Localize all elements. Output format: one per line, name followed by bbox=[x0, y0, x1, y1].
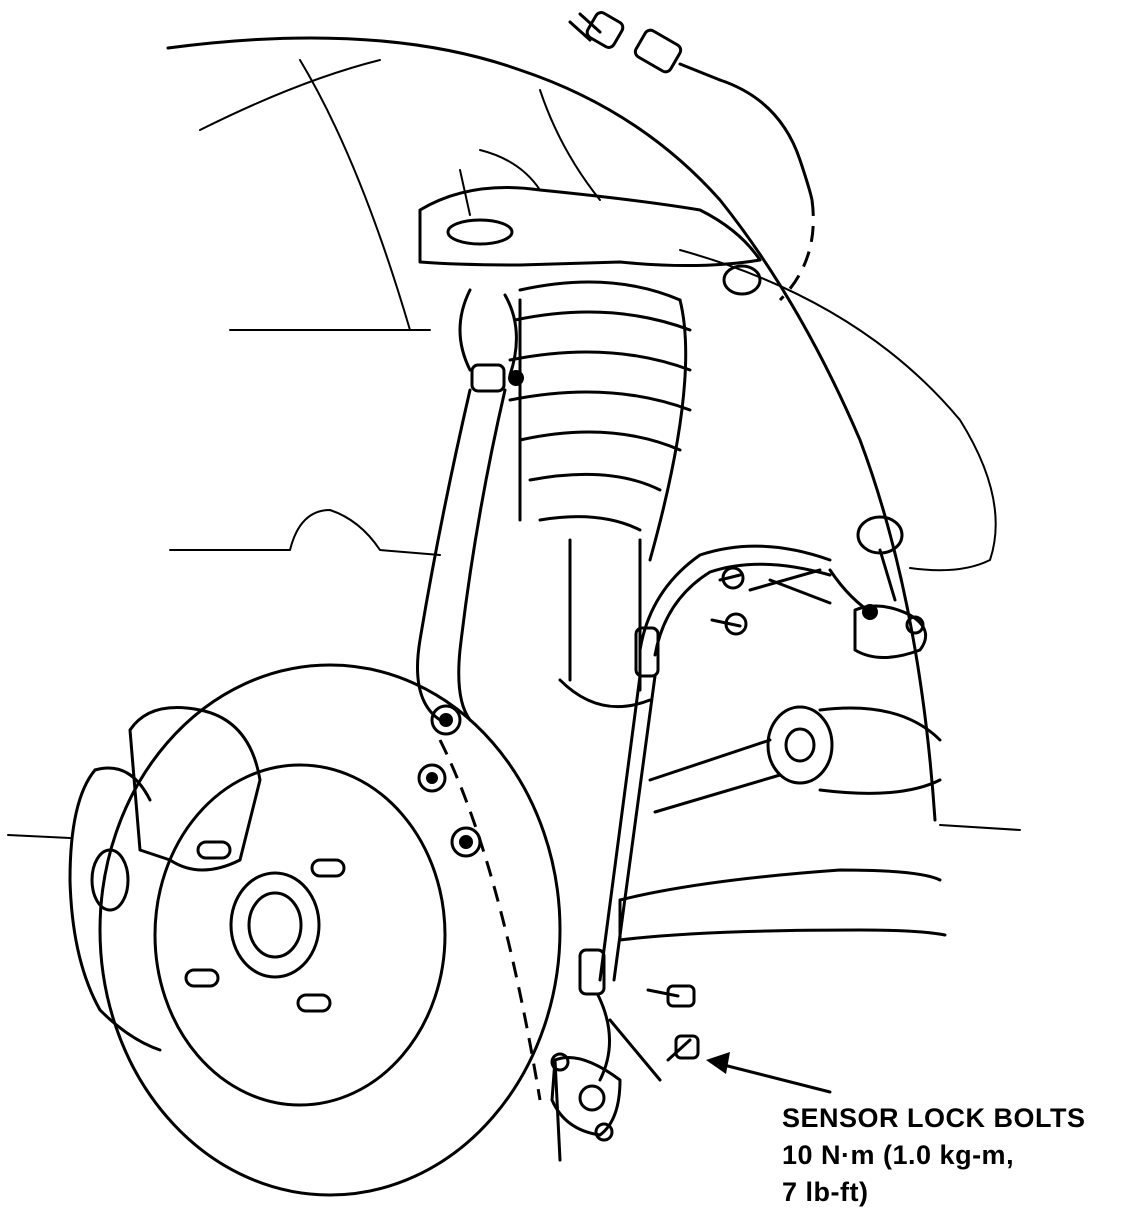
torque-spec-line-1: 10 N·m (1.0 kg-m, bbox=[782, 1140, 1015, 1170]
callout-title: SENSOR LOCK BOLTS bbox=[782, 1103, 1086, 1133]
fender-arch bbox=[7, 36, 1021, 839]
coil-spring bbox=[508, 280, 692, 562]
sensor-lock-bolt bbox=[646, 984, 700, 1062]
lower-arm bbox=[618, 868, 947, 942]
sensor-connector bbox=[568, 11, 815, 302]
strut-body bbox=[558, 538, 652, 709]
callout-arrow bbox=[706, 1052, 832, 1094]
brake-caliper bbox=[68, 706, 262, 1052]
strut-mount bbox=[418, 89, 762, 296]
brake-disc bbox=[98, 663, 562, 1197]
brake-hose bbox=[416, 288, 524, 722]
sensor-lock-bolts-label: SENSOR LOCK BOLTS 10 N·m (1.0 kg-m, 7 lb… bbox=[782, 1100, 1132, 1211]
wheel-sensor bbox=[550, 1018, 662, 1162]
sensor-harness bbox=[578, 515, 904, 1082]
torque-spec-line-2: 7 lb-ft) bbox=[782, 1177, 869, 1207]
upper-sensor-bracket bbox=[710, 566, 928, 659]
drive-shaft bbox=[648, 705, 942, 814]
knuckle-bolts bbox=[417, 704, 482, 858]
